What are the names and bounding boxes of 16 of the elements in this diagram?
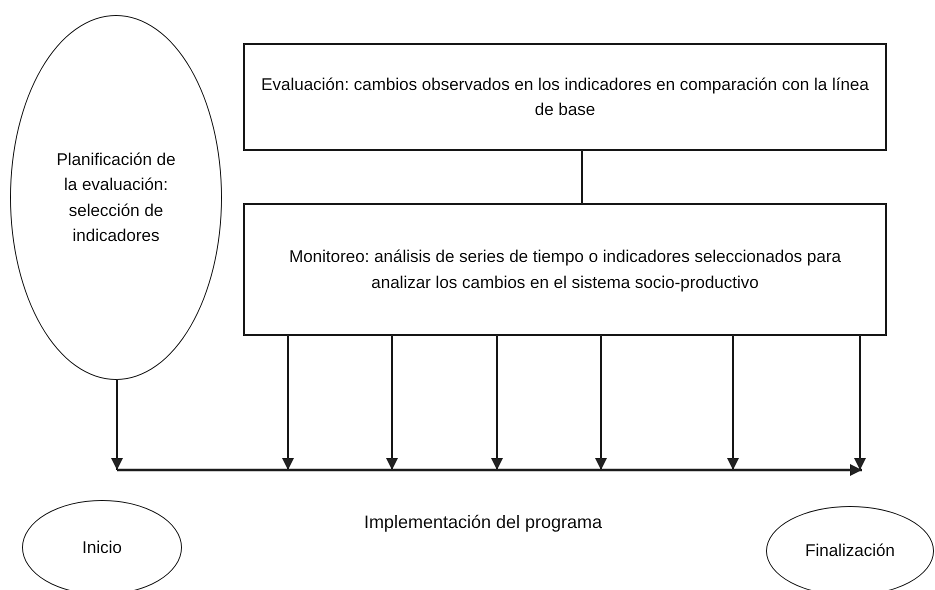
arrow xyxy=(491,336,503,470)
arrow xyxy=(282,336,294,470)
node-text: Monitoreo: análisis de series de tiempo o indicadores seleccionados para analizar los cambios en el sistema socio-productivo xyxy=(288,246,842,294)
timeline-label: Implementación del programa xyxy=(364,512,602,533)
arrow xyxy=(595,336,607,470)
process-box xyxy=(243,203,887,336)
node-text: Planificación de la evaluación: selección de indicadores xyxy=(55,148,177,247)
connector-line xyxy=(581,151,583,203)
node-text: Finalización xyxy=(805,540,895,562)
arrow xyxy=(854,336,866,470)
node-text: Evaluación: cambios observados en los indicadores en comparación con la línea de base xyxy=(260,74,870,121)
arrow xyxy=(727,336,739,470)
node-text: Inicio xyxy=(82,536,122,559)
process-box xyxy=(243,43,887,151)
arrow xyxy=(386,336,398,470)
arrow xyxy=(111,380,123,470)
